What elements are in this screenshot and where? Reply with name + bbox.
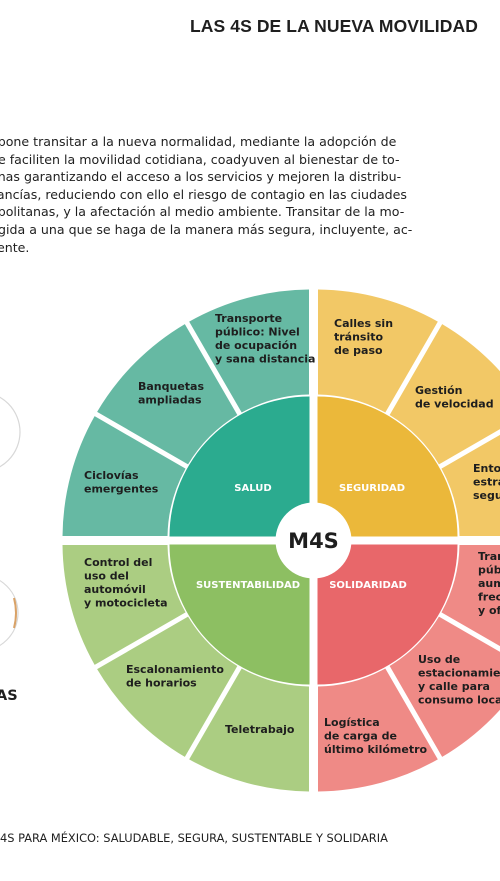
wedge-salud-3 (189, 289, 310, 413)
action-label-line: consumo local (418, 694, 500, 707)
wedge-solidaridad-3 (317, 668, 438, 792)
wedge-solidaridad-2 (389, 616, 500, 757)
action-label-line: Gestión (415, 384, 462, 397)
wedge-sustentabilidad-1 (189, 668, 310, 792)
action-label-line: último kilómetro (324, 743, 427, 756)
left-decor-circle-top (0, 396, 21, 468)
action-label-line: uso del (84, 570, 129, 583)
intro-line: opone transitar a la nueva normalidad, m… (0, 134, 397, 149)
intro-line: cancías, reduciendo con ello el riesgo d… (0, 186, 407, 202)
action-label-line: de paso (334, 344, 383, 357)
wedge-seguridad-3 (441, 434, 500, 536)
hub-circle (275, 502, 352, 579)
action-label-line: públ (478, 564, 500, 577)
action-label-line: y motocicleta (84, 597, 168, 610)
action-label-line: segu (473, 489, 500, 502)
wedge-seguridad-2 (389, 324, 500, 465)
action-label-line: Escalonamiento (126, 663, 224, 676)
action-label-line: automóvil (84, 583, 146, 596)
action-label-line: de carga de (324, 730, 397, 743)
inner-label-seguridad: SEGURIDAD (339, 483, 405, 494)
action-label-line: y calle para (418, 680, 490, 693)
intro-paragraph: opone transitar a la nueva normalidad, m… (0, 133, 480, 256)
action-label-line: y sana distancia (215, 353, 315, 366)
intro-line: opolitanas, y la afectación al medio amb… (0, 204, 405, 220)
wheel-inner-ring (169, 396, 458, 685)
intro-line: liente. (0, 239, 30, 255)
action-label-solidaridad-1: Tranpúblaumfrecy ofe (478, 550, 500, 617)
action-label-line: estacionamien (418, 667, 500, 680)
action-label-line: Calles sin (334, 317, 393, 330)
action-label-line: ampliadas (138, 394, 202, 407)
action-label-line: estra (473, 476, 500, 489)
action-label-line: de ocupación (215, 339, 297, 352)
inner-label-solidaridad: SOLIDARIDAD (329, 580, 407, 591)
left-decor-accent (13, 597, 17, 629)
action-label-line: Tran (478, 550, 500, 563)
left-decor-circle-bottom (0, 579, 19, 647)
wheel-wedges (62, 289, 500, 792)
inner-quadrant-solidaridad (317, 544, 458, 685)
intro-line: onas garantizando el acceso a los servic… (0, 169, 402, 185)
action-label-sustentabilidad-1: Teletrabajo (225, 723, 295, 736)
action-label-line: Logística (324, 716, 380, 729)
action-label-line: de velocidad (415, 398, 494, 411)
inner-label-salud: SALUD (234, 483, 271, 494)
action-label-seguridad-3: Entoestrasegu (473, 462, 500, 502)
action-label-line: aum (478, 577, 500, 590)
wedge-sustentabilidad-3 (62, 544, 186, 665)
side-label: AS (0, 688, 18, 704)
action-label-line: Transporte (215, 312, 282, 325)
action-label-line: Uso de (418, 653, 460, 666)
page-title: LAS 4S DE LA NUEVA MOVILIDAD (189, 16, 478, 36)
action-label-line: de horarios (126, 677, 197, 690)
action-label-line: frec (478, 591, 500, 604)
wedge-seguridad-1 (317, 289, 438, 413)
action-label-line: Ento (473, 462, 500, 475)
figure-caption: 4S PARA MÉXICO: SALUDABLE, SEGURA, SUSTE… (0, 831, 388, 845)
action-label-line: y ofe (478, 604, 500, 617)
intro-line: ue faciliten la movilidad cotidiana, coa… (0, 151, 400, 167)
wedge-solidaridad-1 (441, 545, 500, 647)
action-label-line: emergentes (84, 483, 159, 496)
wedge-salud-2 (97, 324, 238, 465)
intro-line: ngida a una que se haga de la manera más… (0, 221, 413, 237)
inner-quadrant-salud (169, 396, 310, 537)
action-label-line: tránsito (334, 331, 384, 344)
action-label-line: Banquetas (138, 380, 204, 393)
hub-label: M4S (288, 529, 339, 553)
action-label-line: Ciclovías (84, 469, 139, 482)
wedge-sustentabilidad-2 (97, 616, 238, 757)
action-label-line: Control del (84, 556, 152, 569)
action-label-line: público: Nivel (215, 326, 300, 339)
inner-quadrant-seguridad (317, 396, 458, 537)
inner-quadrant-sustentabilidad (169, 544, 310, 685)
action-label-line: Teletrabajo (225, 723, 295, 736)
wedge-salud-1 (62, 416, 186, 537)
inner-label-sustentabilidad: SUSTENTABILIDAD (196, 580, 300, 591)
